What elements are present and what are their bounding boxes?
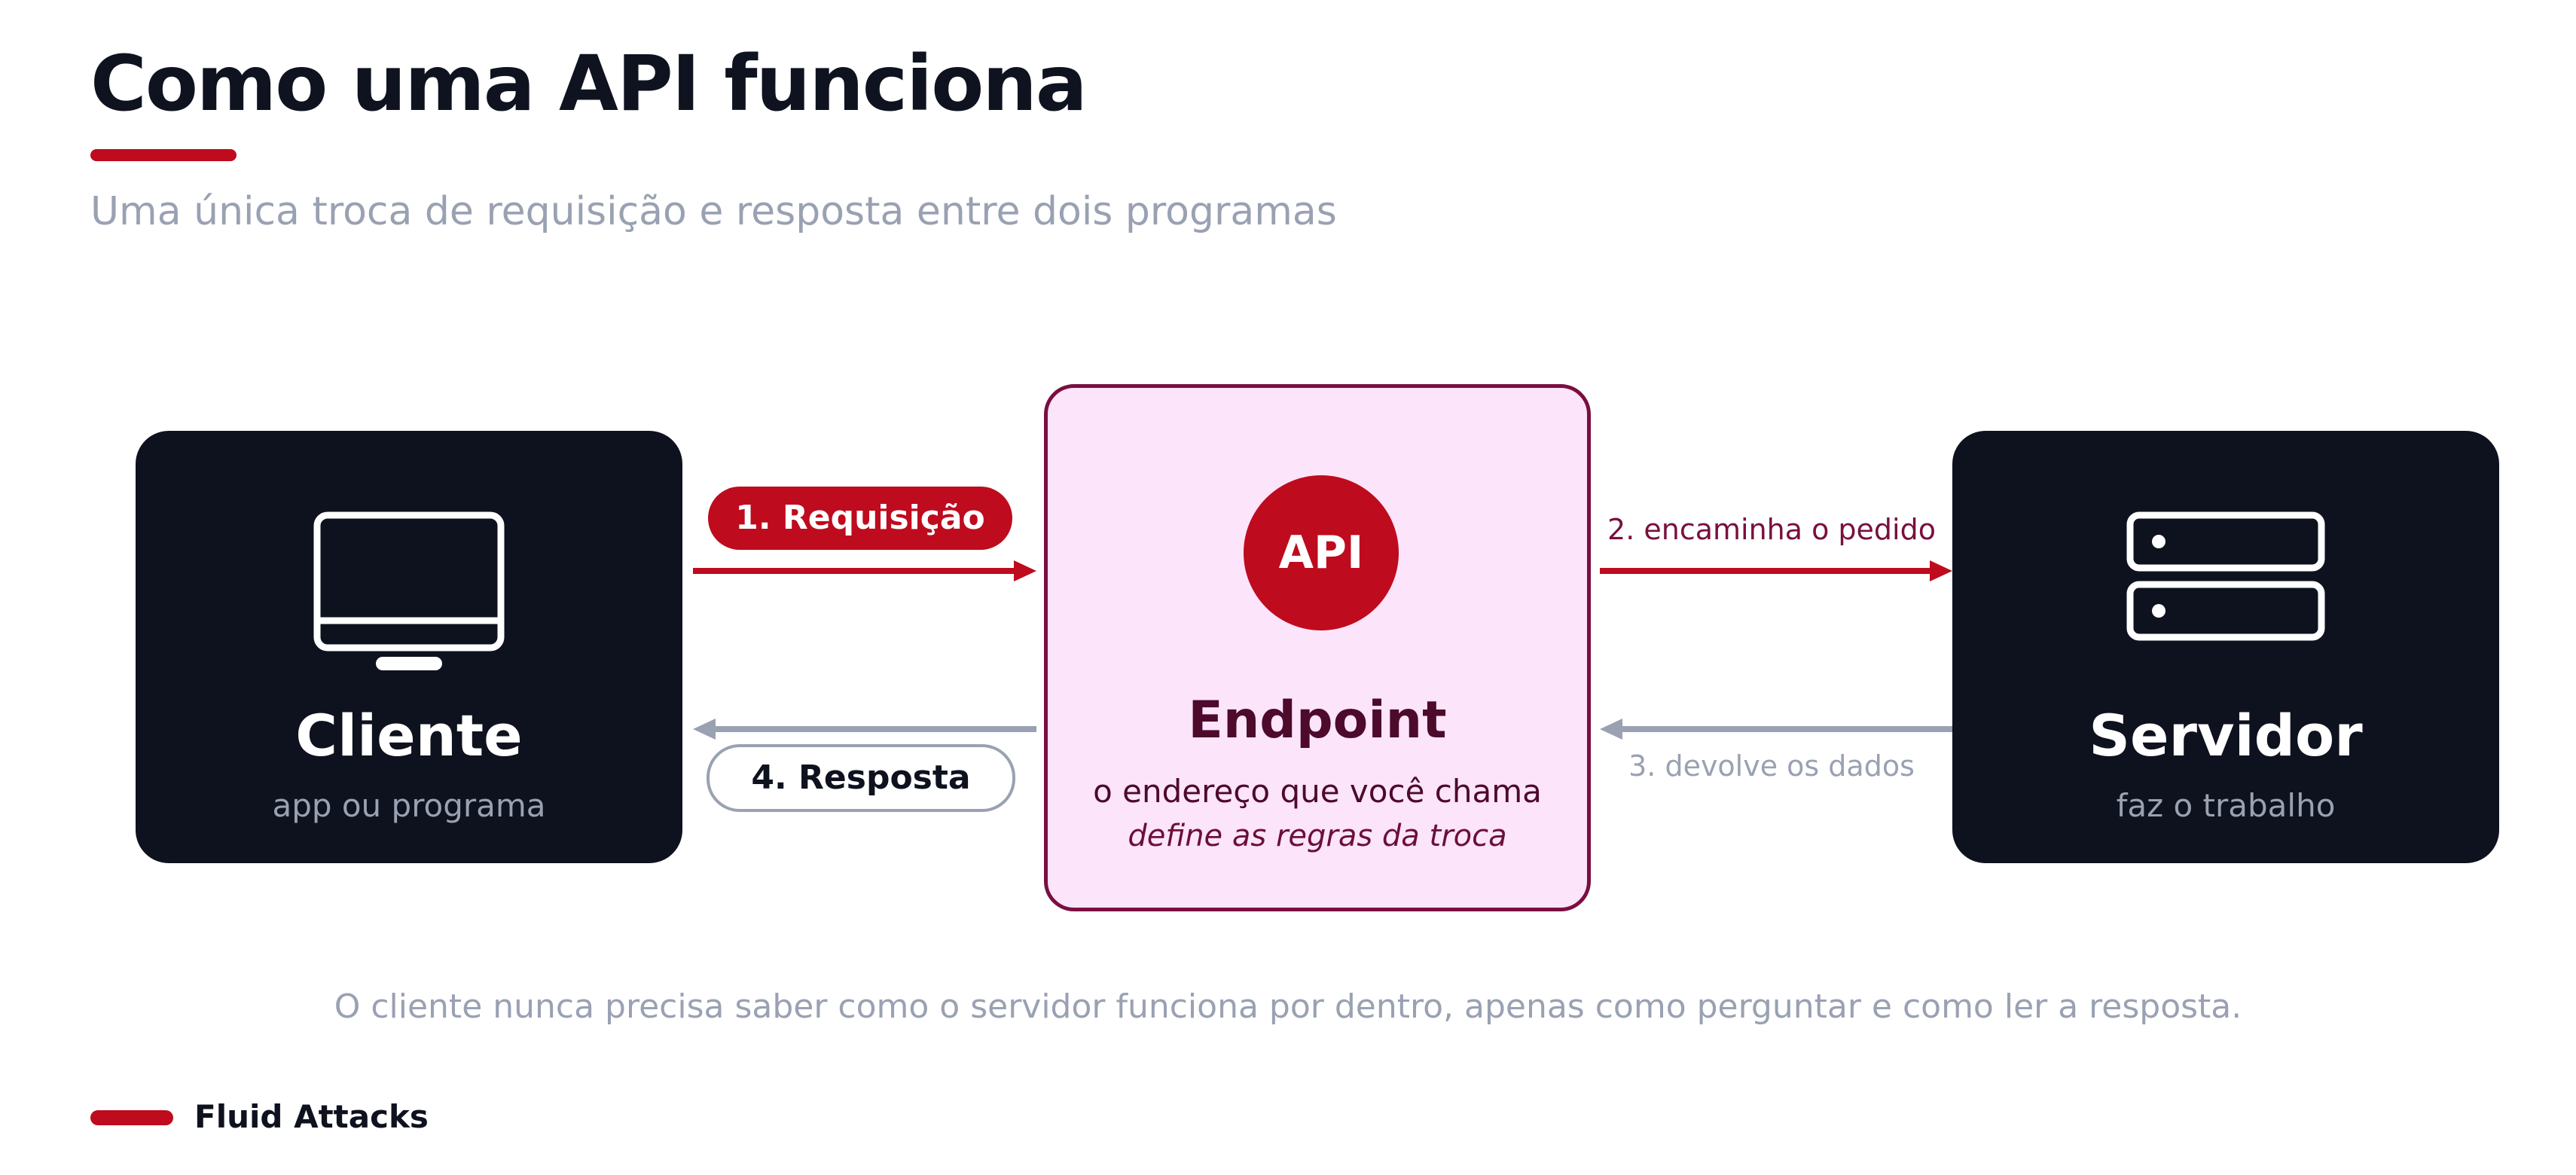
server-icon xyxy=(1952,509,2499,645)
request-arrow xyxy=(693,560,1036,581)
monitor-icon xyxy=(136,509,682,675)
client-subtitle: app ou programa xyxy=(272,787,546,824)
request-label: 1. Requisição xyxy=(708,487,1012,550)
endpoint-description: o endereço que você chama xyxy=(1093,773,1542,810)
endpoint-card: API Endpoint o endereço que você chama d… xyxy=(1044,384,1591,911)
endpoint-title: Endpoint xyxy=(1188,691,1447,750)
forward-label: 2. encaminha o pedido xyxy=(1607,513,1936,546)
title-underline xyxy=(90,149,237,161)
server-subtitle: faz o trabalho xyxy=(2116,787,2336,824)
response-arrow xyxy=(693,719,1036,740)
endpoint-note: define as regras da troca xyxy=(1128,819,1507,853)
page-title: Como uma API funciona xyxy=(90,39,1088,129)
server-title: Servidor xyxy=(2089,702,2363,769)
server-card: Servidor faz o trabalho xyxy=(1952,431,2499,863)
brand-name: Fluid Attacks xyxy=(194,1098,429,1135)
return-label: 3. devolve os dados xyxy=(1628,749,1915,783)
footer-note: O cliente nunca precisa saber como o ser… xyxy=(334,987,2242,1026)
client-title: Cliente xyxy=(295,702,523,769)
api-badge: API xyxy=(1244,475,1399,630)
response-label: 4. Resposta xyxy=(707,744,1015,812)
return-arrow xyxy=(1600,719,1952,740)
brand-bar xyxy=(90,1110,173,1125)
page-subtitle: Uma única troca de requisição e resposta… xyxy=(90,189,1337,234)
client-card: Cliente app ou programa xyxy=(136,431,682,863)
forward-arrow xyxy=(1600,560,1952,581)
